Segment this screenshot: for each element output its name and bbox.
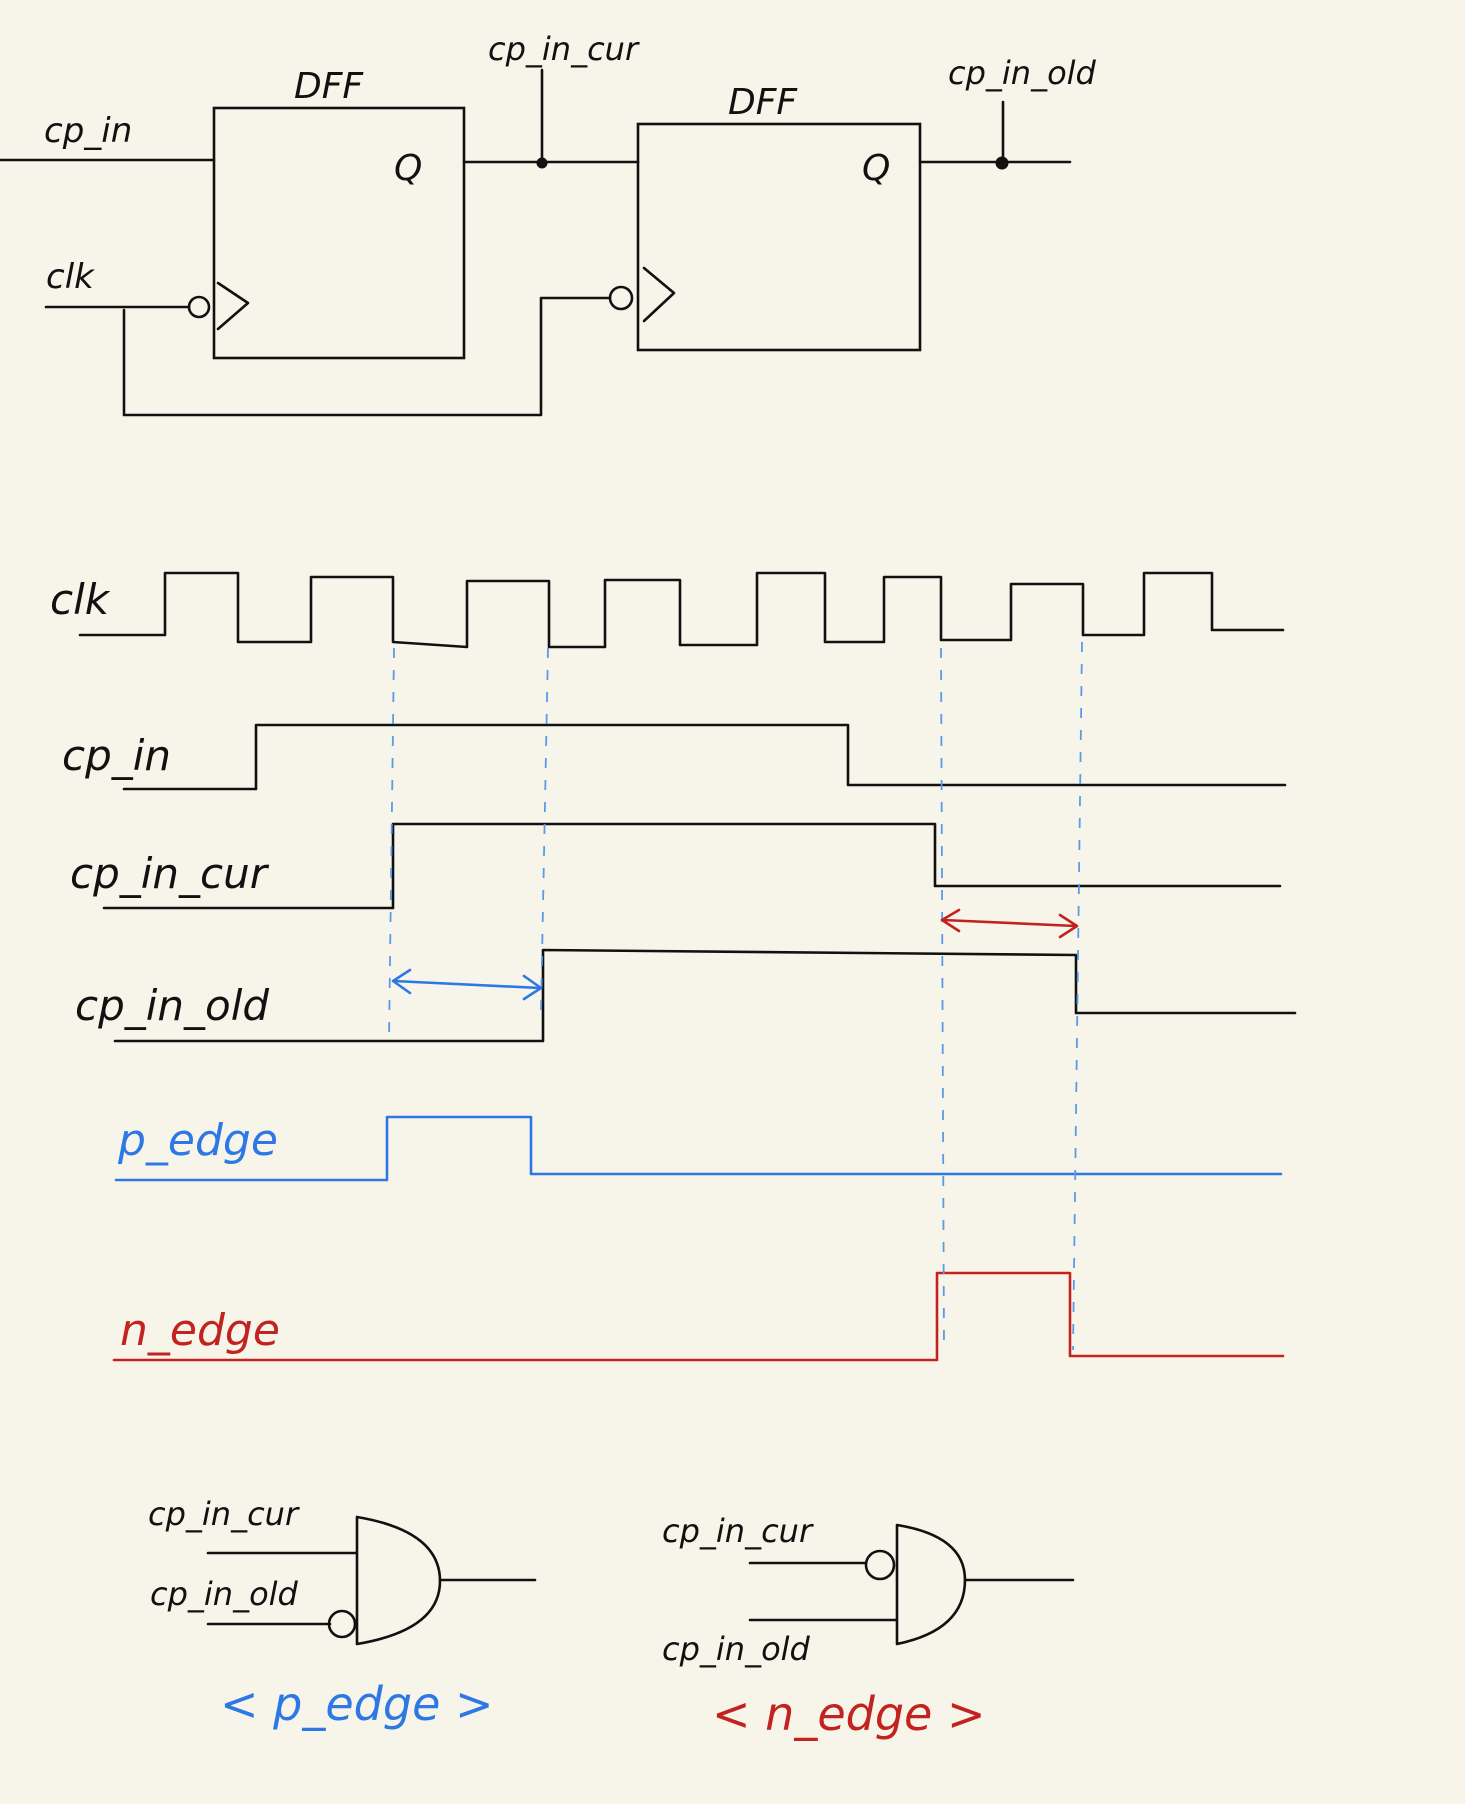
- n-gate-caption: < n_edge >: [712, 1687, 985, 1741]
- cp-in-cur-net-label: cp_in_cur: [488, 30, 640, 68]
- and-gate-body: [355, 1515, 442, 1646]
- dff1-q-label: Q: [394, 148, 422, 189]
- cp-in-waveform: [122, 723, 1287, 791]
- clk-waveform: [78, 571, 1285, 649]
- cp-in-old-waveform: [113, 948, 1297, 1043]
- cp-in-cur-junction: [536, 157, 548, 169]
- timing-label-n-edge: n_edge: [120, 1305, 280, 1356]
- dff2-clock-triangle: [642, 266, 676, 323]
- alignment-line-3: [940, 647, 945, 1351]
- dff1-clock-bubble: [187, 295, 211, 319]
- dff-circuit: DFF Q DFF Q cp_in clk cp_in_cur cp_in_ol…: [0, 30, 1097, 417]
- timing-label-cp-in-old: cp_in_old: [75, 981, 269, 1030]
- timing-diagram: clk cp_in cp_in_cur cp_in_old p_edge n_e…: [50, 571, 1297, 1362]
- timing-label-cp-in-cur: cp_in_cur: [70, 849, 270, 898]
- p-gate-inverter-bubble: [327, 1609, 357, 1639]
- n-gate-input-top-label: cp_in_cur: [662, 1512, 814, 1550]
- dff1-block: [212, 106, 466, 360]
- p-gate-caption: < p_edge >: [220, 1677, 494, 1731]
- dff2-clock-bubble: [608, 285, 634, 311]
- alignment-line-4: [1072, 641, 1083, 1351]
- dff2-block: [636, 122, 922, 352]
- p-gate-input-bottom-label: cp_in_old: [150, 1575, 299, 1613]
- p-edge-gate: cp_in_cur cp_in_old < p_edge >: [148, 1495, 537, 1731]
- cp-in-label: cp_in: [44, 111, 132, 151]
- p-edge-waveform: [114, 1115, 1283, 1182]
- timing-label-cp-in: cp_in: [62, 731, 171, 780]
- p-gate-input-top-label: cp_in_cur: [148, 1495, 300, 1533]
- dff2-q-label: Q: [862, 148, 890, 189]
- clk-branch-wire: [122, 296, 612, 417]
- alignment-line-2: [540, 647, 549, 1011]
- cp-in-cur-waveform: [102, 822, 1282, 910]
- n-edge-gate: cp_in_cur cp_in_old < n_edge >: [662, 1512, 1075, 1741]
- timing-label-clk: clk: [50, 575, 111, 624]
- dff2-label: DFF: [728, 82, 798, 123]
- n-edge-delay-arrow: [940, 908, 1079, 939]
- cp-in-old-net-label: cp_in_old: [948, 54, 1097, 92]
- dff1-label: DFF: [294, 66, 364, 107]
- cp-in-old-junction: [995, 156, 1009, 170]
- dff1-clock-triangle: [216, 281, 250, 331]
- n-edge-waveform: [112, 1271, 1285, 1362]
- and-gate-body: [895, 1523, 967, 1646]
- p-edge-delay-arrow: [391, 968, 543, 1001]
- timing-label-p-edge: p_edge: [117, 1115, 278, 1166]
- n-gate-input-bottom-label: cp_in_old: [662, 1630, 811, 1668]
- n-gate-inverter-bubble: [864, 1549, 896, 1581]
- clk-label: clk: [46, 257, 95, 297]
